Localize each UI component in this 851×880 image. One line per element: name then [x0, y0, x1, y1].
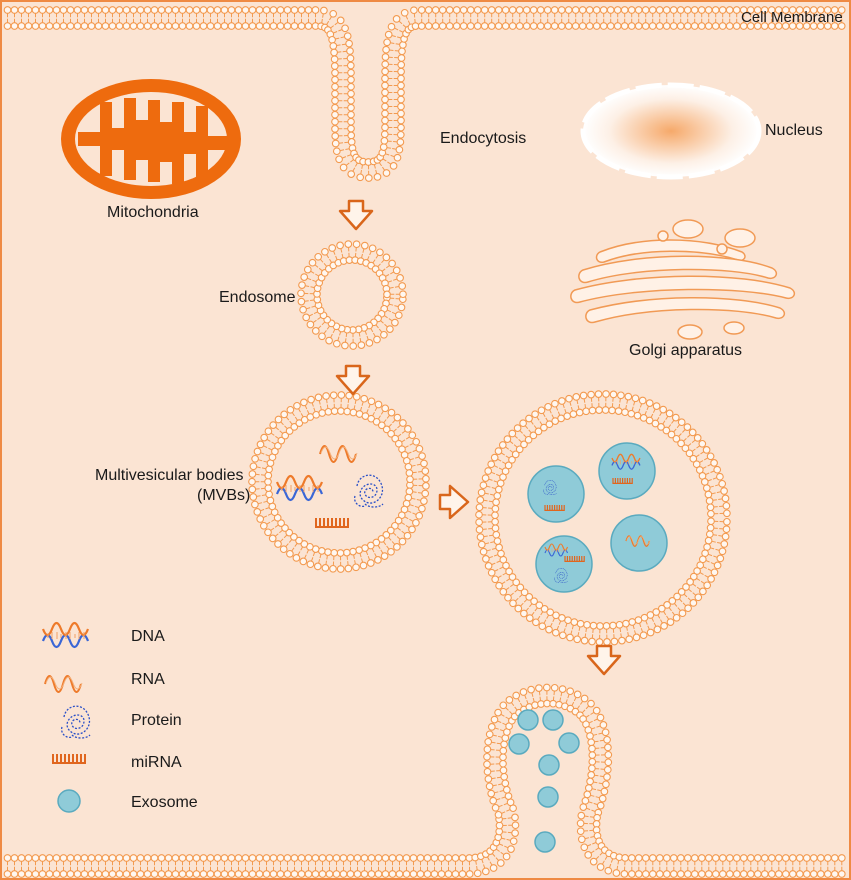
exosome: [538, 754, 560, 776]
legend-exosome-label: Exosome: [131, 794, 198, 811]
vesicle: [527, 465, 585, 523]
exosomes-releasing: [508, 709, 580, 853]
vesicle: [598, 442, 656, 500]
mvb-label: Multivesicular bodies: [95, 467, 244, 484]
mvb-abbrev-label: (MVBs): [197, 487, 251, 504]
bottom-cell-membrane: [3, 683, 846, 878]
legend-rna-label: RNA: [131, 671, 165, 688]
intraluminal-vesicles: [527, 442, 668, 593]
vesicle: [610, 514, 668, 572]
legend-icons: [41, 621, 91, 813]
top-cell-membrane: [3, 6, 846, 182]
endosome-label: Endosome: [219, 289, 296, 306]
exosome: [508, 733, 530, 755]
exosome: [537, 786, 559, 808]
golgi-apparatus-organelle: [570, 219, 796, 340]
phospholipid-membranes: [3, 6, 846, 878]
exosome: [558, 732, 580, 754]
nucleus-label: Nucleus: [765, 122, 823, 139]
nucleus-organelle: [580, 82, 762, 180]
vesicle: [535, 535, 593, 593]
mirna-icon: [52, 753, 86, 764]
exosome: [534, 831, 556, 853]
exosome: [517, 709, 539, 731]
mirna-icon: [564, 555, 585, 563]
endocytosis-label: Endocytosis: [440, 130, 527, 147]
mature-mvb-membrane: [475, 390, 731, 646]
cell-membrane-label: Cell Membrane: [741, 9, 843, 26]
mvb-membrane: [248, 391, 430, 573]
mitochondria-organelle: [61, 79, 241, 199]
mitochondria-label: Mitochondria: [107, 204, 199, 221]
mirna-icon: [315, 517, 349, 528]
legend-protein-label: Protein: [131, 712, 182, 729]
exosome-icon: [57, 789, 81, 813]
legend-dna-label: DNA: [131, 628, 165, 645]
legend-mirna-label: miRNA: [131, 754, 182, 771]
endosome-membrane: [297, 240, 407, 350]
mirna-icon: [612, 477, 633, 484]
mirna-icon: [544, 504, 565, 511]
exosome: [542, 709, 564, 731]
golgi-apparatus-label: Golgi apparatus: [629, 342, 742, 359]
